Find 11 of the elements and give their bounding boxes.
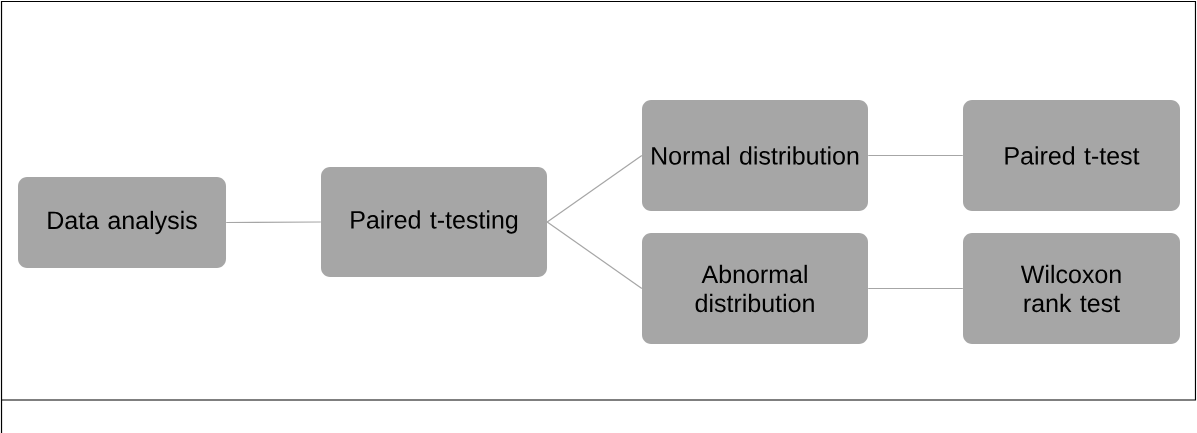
process-box: Data analysis [18, 177, 226, 268]
connector-line [225, 221, 322, 224]
connector-line [867, 287, 964, 290]
connector-line [867, 154, 964, 157]
process-box: Normal distribution [642, 100, 868, 211]
process-box: Wilcoxon rank test [963, 233, 1180, 344]
connector-line [546, 154, 643, 223]
process-box: Paired t-test [963, 100, 1180, 211]
process-box: Abnormal distribution [642, 233, 868, 344]
connector-line [546, 221, 643, 290]
process-box: Paired t-testing [321, 167, 547, 277]
